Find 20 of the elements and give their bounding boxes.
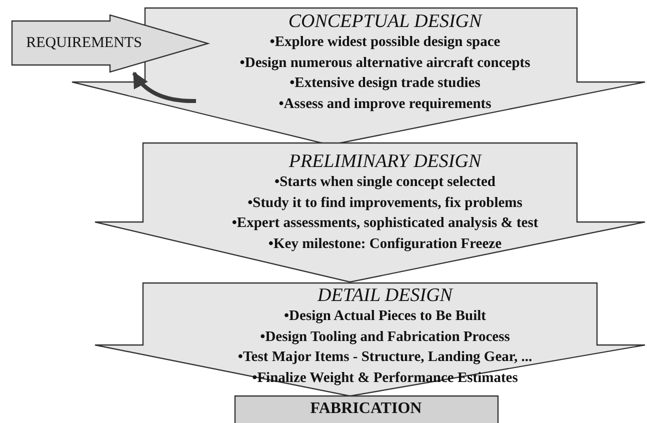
bullet-item: •Key milestone: Configuration Freeze (268, 234, 502, 254)
bullet-item: •Design Tooling and Fabrication Process (260, 328, 510, 346)
chevron-block (95, 143, 645, 282)
bullet-item: •Expert assessments, sophisticated analysis & test (232, 214, 538, 233)
block-arrow (12, 15, 208, 72)
bullet-item: •Explore widest possible design space (270, 33, 500, 52)
stage-heading: PRELIMINARY DESIGN (288, 151, 482, 172)
bullet-item: •Finalize Weight & Performance Estimates (252, 368, 518, 388)
chevron-block (95, 283, 645, 396)
bullet-item: •Assess and improve requirements (278, 94, 492, 114)
stage-heading: CONCEPTUAL DESIGN (288, 11, 482, 32)
bullet-item: •Study it to find improvements, fix problems (248, 194, 522, 212)
bullet-item: •Extensive design trade studies (290, 74, 480, 93)
bullet-item: •Design numerous alternative aircraft concepts (240, 54, 530, 72)
bullet-item: •Design Actual Pieces to Be Built (284, 307, 486, 326)
bullet-item: •Test Major Items - Structure, Landing Gear, ... (238, 348, 532, 367)
node-label: FABRICATION (310, 400, 422, 418)
bullet-item: •Starts when single concept selected (274, 173, 496, 192)
stage-heading: DETAIL DESIGN (318, 285, 452, 306)
node-label: REQUIREMENTS (26, 34, 142, 53)
